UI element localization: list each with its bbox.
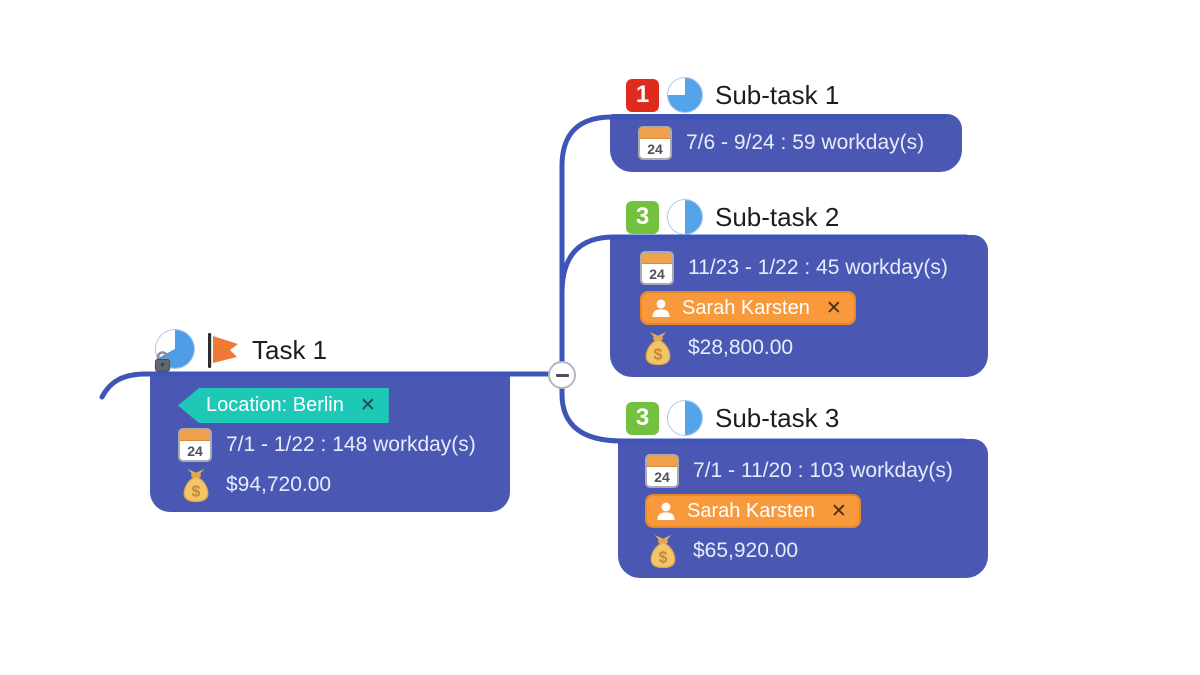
priority-badge[interactable]: 3 bbox=[626, 401, 659, 435]
subtask3-label[interactable]: Sub-task 3 bbox=[715, 402, 840, 433]
topic-subtask2-title[interactable]: 3 Sub-task 2 bbox=[626, 198, 839, 236]
lock-icon bbox=[154, 351, 171, 372]
priority-number: 3 bbox=[635, 203, 650, 230]
svg-text:$: $ bbox=[192, 483, 201, 500]
task1-schedule: 7/1 - 1/22 : 148 workday(s) bbox=[226, 433, 476, 456]
subtask3-schedule: 7/1 - 11/20 : 103 workday(s) bbox=[693, 459, 953, 482]
calendar-icon: 24 bbox=[178, 428, 212, 462]
progress-pie-icon[interactable] bbox=[668, 401, 702, 435]
subtask3-schedule-row: 24 7/1 - 11/20 : 103 workday(s) bbox=[645, 453, 968, 489]
subtask3-cost-row: $ $65,920.00 bbox=[645, 533, 968, 569]
priority-number: 3 bbox=[635, 404, 650, 431]
topic-subtask1-node[interactable]: 24 7/6 - 9/24 : 59 workday(s) bbox=[610, 114, 962, 172]
task1-label[interactable]: Task 1 bbox=[252, 334, 328, 365]
topic-task1-title[interactable]: Task 1 bbox=[154, 330, 328, 372]
person-icon bbox=[657, 502, 675, 520]
topic-subtask1-title[interactable]: 1 Sub-task 1 bbox=[626, 76, 839, 114]
collapse-button[interactable] bbox=[548, 361, 576, 389]
priority-badge[interactable]: 3 bbox=[626, 200, 659, 234]
money-bag-icon: $ bbox=[650, 535, 676, 569]
subtask3-cost: $65,920.00 bbox=[693, 539, 799, 562]
calendar-icon: 24 bbox=[638, 126, 672, 160]
progress-pie-icon[interactable] bbox=[668, 200, 702, 234]
money-bag-icon: $ bbox=[645, 332, 671, 366]
progress-pie-icon[interactable] bbox=[668, 78, 702, 112]
svg-text:$: $ bbox=[654, 346, 663, 363]
subtask1-schedule: 7/6 - 9/24 : 59 workday(s) bbox=[686, 131, 925, 154]
remove-resource-icon[interactable]: ✕ bbox=[825, 297, 842, 319]
subtask2-cost-row: $ $28,800.00 bbox=[640, 330, 968, 366]
money-bag-icon: $ bbox=[183, 469, 209, 503]
subtask1-label[interactable]: Sub-task 1 bbox=[715, 79, 840, 110]
resource-name: Sarah Karsten bbox=[687, 499, 815, 522]
task1-cost: $94,720.00 bbox=[226, 473, 332, 496]
remove-location-tag-icon[interactable]: ✕ bbox=[359, 395, 376, 416]
subtask2-schedule-row: 24 11/23 - 1/22 : 45 workday(s) bbox=[640, 250, 968, 286]
calendar-icon: 24 bbox=[640, 251, 674, 285]
subtask2-schedule: 11/23 - 1/22 : 45 workday(s) bbox=[688, 256, 948, 279]
subtask2-cost: $28,800.00 bbox=[688, 336, 794, 359]
collapse-minus-icon bbox=[555, 373, 569, 377]
task1-schedule-row: 24 7/1 - 1/22 : 148 workday(s) bbox=[178, 427, 490, 463]
remove-resource-icon[interactable]: ✕ bbox=[830, 500, 847, 522]
svg-text:$: $ bbox=[659, 549, 668, 566]
subtask2-label[interactable]: Sub-task 2 bbox=[715, 201, 840, 232]
topic-subtask3-title[interactable]: 3 Sub-task 3 bbox=[626, 399, 839, 437]
task1-cost-row: $ $94,720.00 bbox=[178, 467, 490, 503]
task1-icons bbox=[154, 330, 196, 372]
location-tag-label: Location: Berlin bbox=[206, 394, 344, 416]
location-tag[interactable]: Location: Berlin ✕ bbox=[178, 388, 389, 423]
subtask1-schedule-row: 24 7/6 - 9/24 : 59 workday(s) bbox=[638, 125, 942, 161]
resource-name: Sarah Karsten bbox=[682, 296, 810, 319]
priority-number: 1 bbox=[635, 81, 650, 108]
resource-tag[interactable]: Sarah Karsten ✕ bbox=[640, 291, 856, 325]
topic-subtask2-node[interactable]: 24 11/23 - 1/22 : 45 workday(s) Sarah Ka… bbox=[610, 235, 988, 377]
resource-tag[interactable]: Sarah Karsten ✕ bbox=[645, 494, 861, 528]
calendar-icon: 24 bbox=[645, 454, 679, 488]
priority-badge[interactable]: 1 bbox=[626, 78, 659, 112]
topic-subtask3-node[interactable]: 24 7/1 - 11/20 : 103 workday(s) Sarah Ka… bbox=[618, 439, 988, 578]
topic-task1-node[interactable]: Location: Berlin ✕ 24 7/1 - 1/22 : 148 w… bbox=[150, 372, 510, 512]
person-icon bbox=[652, 299, 670, 317]
flag-icon[interactable] bbox=[205, 331, 239, 369]
